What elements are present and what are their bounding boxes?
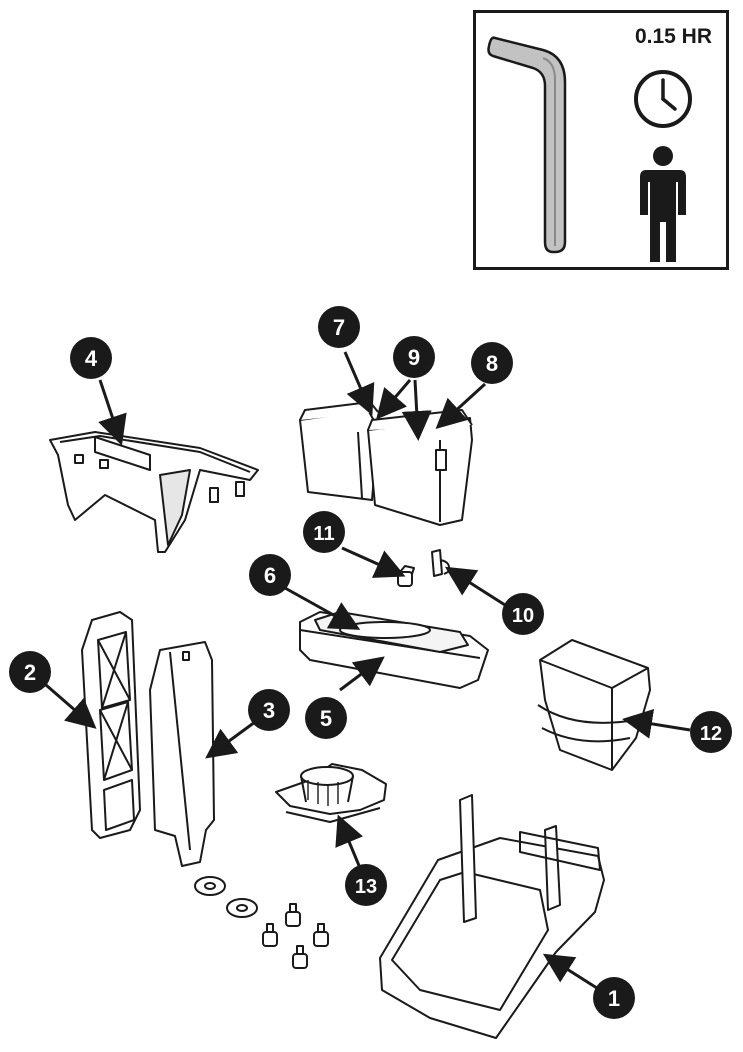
callout-10: 10 <box>502 593 544 635</box>
allen-key-icon <box>487 36 567 254</box>
callout-2: 2 <box>9 651 51 693</box>
leader-lines <box>45 351 691 992</box>
part-13-funnel <box>275 763 387 823</box>
callout-5: 5 <box>305 697 347 739</box>
callout-11: 11 <box>303 511 345 553</box>
callout-8: 8 <box>471 342 513 384</box>
part-1-base <box>379 794 605 1039</box>
person-icon <box>640 146 686 262</box>
caster-set <box>262 903 329 969</box>
svg-text:1: 1 <box>608 986 620 1011</box>
svg-text:9: 9 <box>408 345 420 370</box>
part-2-left-frame <box>81 611 141 839</box>
svg-text:8: 8 <box>486 351 498 376</box>
callout-3: 3 <box>248 689 290 731</box>
callout-7: 7 <box>318 306 360 348</box>
assembly-time-box: 0.15 HR <box>473 10 729 270</box>
callout-4: 4 <box>70 337 112 379</box>
time-estimate-label: 0.15 HR <box>634 25 712 48</box>
part-4-top-tray <box>49 431 259 553</box>
part-8-right-bin <box>367 409 473 526</box>
clock-icon <box>634 70 692 128</box>
svg-text:13: 13 <box>355 876 377 898</box>
callout-layer: 1 2 3 4 5 6 7 8 9 10 11 12 13 <box>9 306 732 1019</box>
svg-text:11: 11 <box>313 523 334 545</box>
callout-1: 1 <box>593 977 635 1019</box>
svg-text:2: 2 <box>24 660 36 685</box>
part-7-left-bin <box>299 401 379 501</box>
callout-12: 12 <box>690 711 732 753</box>
time-box-graphics <box>487 36 692 262</box>
part-3-right-frame <box>149 641 215 867</box>
svg-text:12: 12 <box>700 723 722 745</box>
svg-text:4: 4 <box>85 346 98 371</box>
part-11-knob <box>397 565 415 587</box>
svg-text:6: 6 <box>264 563 276 588</box>
callout-9: 9 <box>393 336 435 378</box>
part-10-hook <box>431 549 450 577</box>
svg-text:7: 7 <box>333 315 345 340</box>
callout-6: 6 <box>249 554 291 596</box>
callout-13: 13 <box>345 864 387 906</box>
part-12-bucket <box>537 639 651 771</box>
svg-text:10: 10 <box>512 605 534 627</box>
svg-text:3: 3 <box>263 698 275 723</box>
washer-pair <box>194 876 258 918</box>
svg-text:5: 5 <box>320 706 332 731</box>
